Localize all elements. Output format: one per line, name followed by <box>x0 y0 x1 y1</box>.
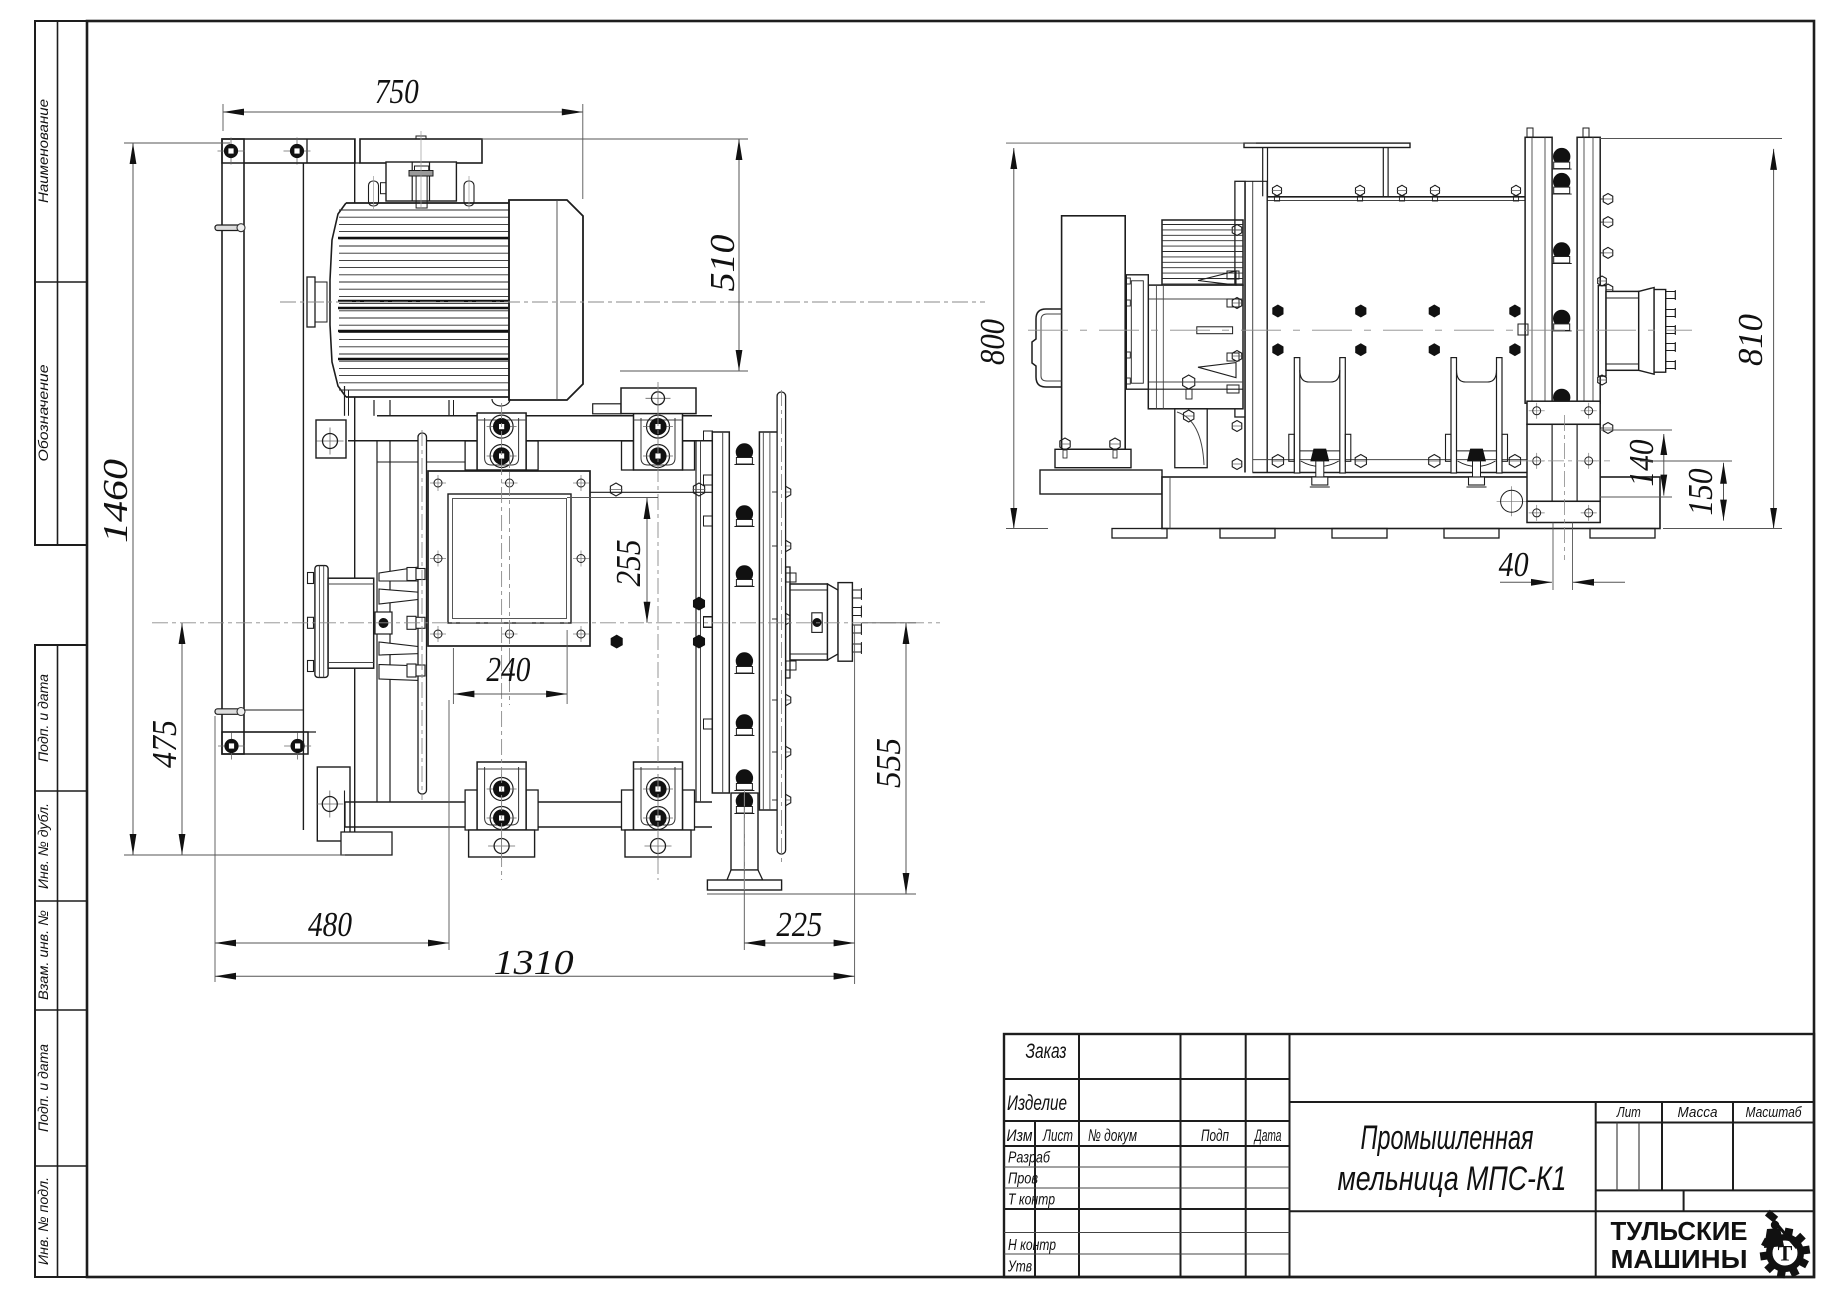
svg-text:Промышленная: Промышленная <box>1361 1119 1534 1157</box>
svg-text:Изм: Изм <box>1007 1126 1033 1145</box>
svg-text:750: 750 <box>375 72 419 111</box>
svg-text:800: 800 <box>973 319 1012 365</box>
svg-text:Н контр: Н контр <box>1008 1237 1056 1254</box>
svg-text:Заказ: Заказ <box>1026 1040 1067 1063</box>
svg-text:Взам. инв. №: Взам. инв. № <box>35 910 51 1000</box>
svg-text:Наименование: Наименование <box>35 99 51 203</box>
svg-text:Т контр: Т контр <box>1008 1192 1055 1209</box>
svg-text:Т: Т <box>1778 1241 1793 1266</box>
svg-text:475: 475 <box>145 720 184 768</box>
svg-text:Инв. № подл.: Инв. № подл. <box>35 1177 51 1265</box>
svg-text:40: 40 <box>1499 545 1529 584</box>
svg-text:ТУЛЬСКИЕ: ТУЛЬСКИЕ <box>1611 1216 1748 1246</box>
svg-text:Подп: Подп <box>1201 1126 1229 1145</box>
svg-text:Разраб: Разраб <box>1008 1150 1051 1167</box>
svg-text:225: 225 <box>776 905 822 944</box>
svg-text:480: 480 <box>308 905 352 944</box>
svg-text:150: 150 <box>1681 468 1720 515</box>
svg-text:555: 555 <box>869 738 908 788</box>
svg-text:140: 140 <box>1622 439 1661 486</box>
svg-text:Масса: Масса <box>1678 1104 1718 1121</box>
svg-text:Подп. и дата: Подп. и дата <box>35 1044 51 1132</box>
svg-text:255: 255 <box>609 540 648 587</box>
svg-text:1460: 1460 <box>96 458 135 543</box>
svg-text:510: 510 <box>703 234 742 292</box>
svg-text:Обозначение: Обозначение <box>35 364 51 461</box>
svg-text:1310: 1310 <box>494 943 575 982</box>
svg-text:МАШИНЫ: МАШИНЫ <box>1611 1244 1748 1274</box>
svg-text:240: 240 <box>486 650 530 689</box>
svg-text:мельница МПС-К1: мельница МПС-К1 <box>1338 1160 1567 1198</box>
svg-text:810: 810 <box>1731 314 1770 366</box>
svg-text:Пров: Пров <box>1008 1171 1038 1188</box>
svg-text:Инв. № дубл.: Инв. № дубл. <box>35 803 51 889</box>
svg-text:Лит: Лит <box>1616 1104 1641 1121</box>
svg-text:Утв: Утв <box>1007 1259 1032 1276</box>
svg-text:Изделие: Изделие <box>1007 1092 1067 1115</box>
svg-text:Подп. и дата: Подп. и дата <box>35 674 51 762</box>
svg-text:Лист: Лист <box>1042 1126 1073 1145</box>
svg-text:Дата: Дата <box>1253 1126 1281 1145</box>
svg-text:№ докум: № докум <box>1088 1126 1137 1145</box>
svg-text:Масштаб: Масштаб <box>1746 1104 1802 1121</box>
